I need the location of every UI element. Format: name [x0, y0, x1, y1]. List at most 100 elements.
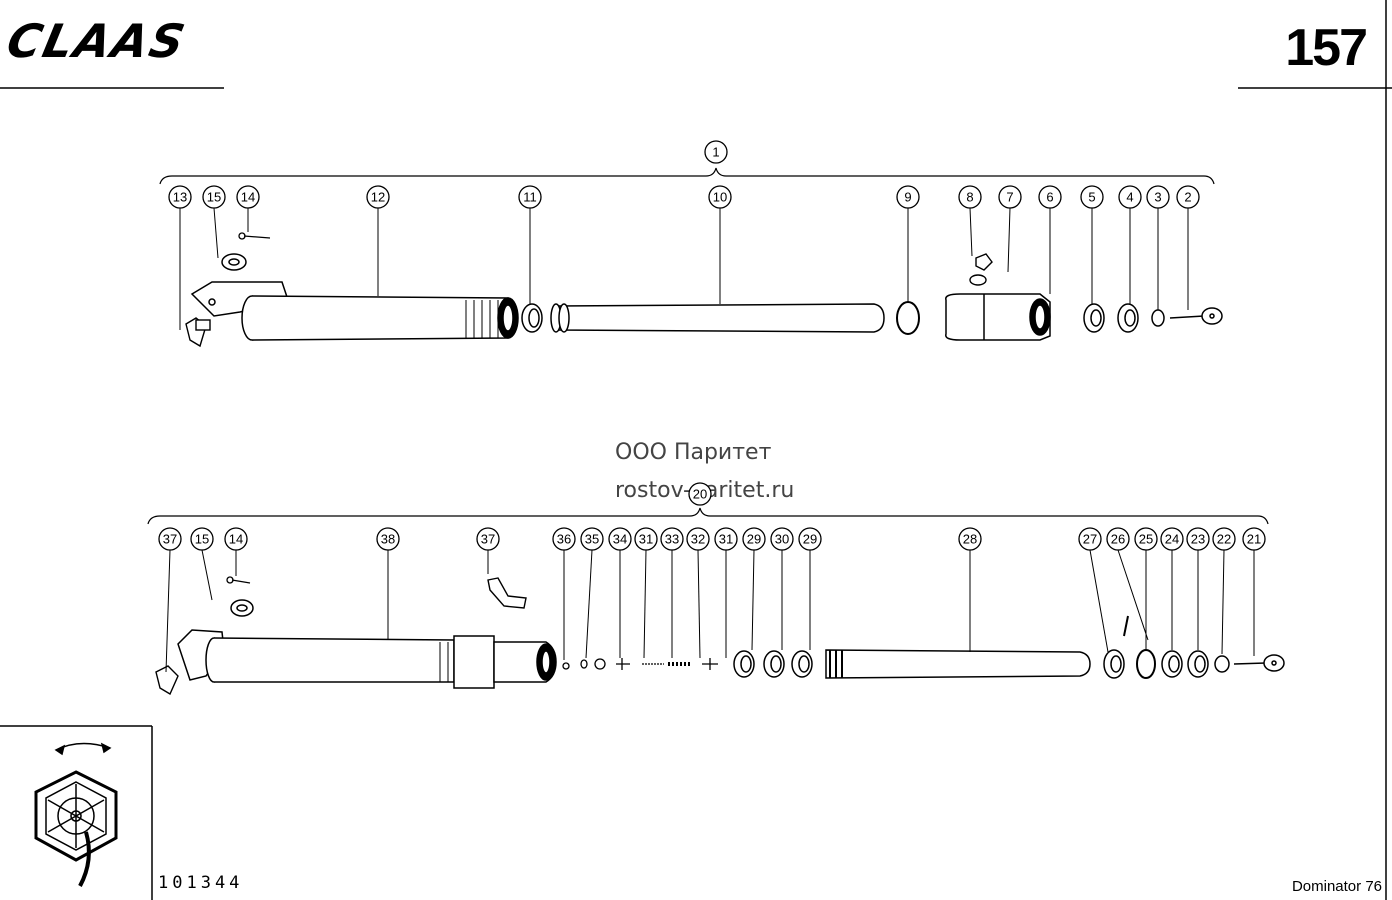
callout-32-label: 32 [691, 532, 705, 547]
callout-12-circle [366, 185, 390, 209]
callout-33-label: 33 [665, 532, 679, 547]
callout-37-circle [158, 527, 182, 551]
callout-24-label: 24 [1165, 532, 1179, 547]
callout-12-label: 12 [371, 190, 385, 205]
callout-33-circle [660, 527, 684, 551]
assembly-bracket-20 [147, 507, 1269, 525]
callout-29-label: 29 [747, 532, 761, 547]
callout-36-label: 36 [557, 532, 571, 547]
leader-line [213, 207, 219, 259]
callout-35-label: 35 [585, 532, 599, 547]
part-14-pin-b [226, 576, 251, 584]
part-14-pin [238, 232, 271, 240]
callout-27-label: 27 [1083, 532, 1097, 547]
callout-3-label: 3 [1154, 190, 1161, 205]
callout-10-label: 10 [713, 190, 727, 205]
callout-3-circle [1146, 185, 1170, 209]
callout-6-circle [1038, 185, 1062, 209]
part-28-piston-rod [825, 649, 1091, 679]
callout-22-circle [1212, 527, 1236, 551]
callout-15-label: 15 [195, 532, 209, 547]
assembly-bracket-1 [159, 167, 1215, 185]
callout-31-circle [634, 527, 658, 551]
assembly-20-label: 20 [693, 487, 707, 502]
callout-26-label: 26 [1111, 532, 1125, 547]
part-21-eye-bolt [1233, 654, 1285, 672]
callout-5-label: 5 [1088, 190, 1095, 205]
callout-21-circle [1242, 527, 1266, 551]
assembly-1-label: 1 [712, 145, 719, 160]
callout-25-label: 25 [1139, 532, 1153, 547]
callout-7-label: 7 [1006, 190, 1013, 205]
callout-37-label: 37 [163, 532, 177, 547]
callout-24-circle [1160, 527, 1184, 551]
assembly-labels: 1 20 [688, 140, 728, 506]
assembly-20-circle [688, 482, 712, 506]
callout-28-label: 28 [963, 532, 977, 547]
leader-line [643, 549, 647, 659]
part-13-grease-elbow [185, 317, 211, 348]
callout-21-label: 21 [1247, 532, 1261, 547]
callout-13-circle [168, 185, 192, 209]
part-38-bracket-tube [177, 629, 557, 689]
callout-11-circle [518, 185, 542, 209]
part-15-washer [221, 253, 247, 271]
rings-29-30-29 [733, 650, 813, 678]
leader-line [1117, 549, 1149, 641]
part-5-ring [1083, 303, 1105, 333]
part-9-oring [896, 301, 920, 335]
part-15-washer-b [230, 599, 254, 617]
leader-line [1089, 549, 1109, 653]
callout-29-label: 29 [803, 532, 817, 547]
callout-29-circle [742, 527, 766, 551]
callout-29-circle [798, 527, 822, 551]
callout-32-circle [686, 527, 710, 551]
model-name: Dominator 76 [1291, 878, 1382, 895]
callout-38-circle [376, 527, 400, 551]
part-8-nut [975, 253, 993, 271]
callout-34-circle [608, 527, 632, 551]
leader-line [697, 549, 701, 659]
callout-11-label: 11 [523, 190, 537, 205]
callout-5-circle [1080, 185, 1104, 209]
leader-line [969, 207, 973, 257]
part-2-eye-bolt [1169, 307, 1223, 325]
callout-26-circle [1106, 527, 1130, 551]
callout-14-label: 14 [241, 190, 255, 205]
callout-15-circle [190, 527, 214, 551]
callout-8-label: 8 [966, 190, 973, 205]
callout-38-label: 38 [381, 532, 395, 547]
watermark-company: ООО Паритет [615, 440, 772, 465]
callout-35-circle [580, 527, 604, 551]
leader-line [1007, 207, 1011, 273]
page-number: 157 [1285, 19, 1368, 77]
callout-27-circle [1078, 527, 1102, 551]
assembly-1-circle [704, 140, 728, 164]
callout-4-circle [1118, 185, 1142, 209]
leader-line [585, 549, 593, 659]
callout-25-circle [1134, 527, 1158, 551]
leader-line [751, 549, 755, 651]
leader-line [201, 549, 213, 601]
callout-36-circle [552, 527, 576, 551]
callout-6-label: 6 [1046, 190, 1053, 205]
part-11-seal [521, 303, 543, 333]
callout-13-label: 13 [173, 190, 187, 205]
callout-37-label: 37 [481, 532, 495, 547]
callout-22-label: 22 [1217, 532, 1231, 547]
callout-31-label: 31 [639, 532, 653, 547]
part-12-bracket-tube [190, 281, 519, 341]
callout-4-label: 4 [1126, 190, 1133, 205]
callout-23-circle [1186, 527, 1210, 551]
callout-7-circle [998, 185, 1022, 209]
part-10-rod [550, 303, 885, 333]
callout-9-circle [896, 185, 920, 209]
part-3-nut [1151, 309, 1165, 327]
callout-34-label: 34 [613, 532, 627, 547]
callout-28-circle [958, 527, 982, 551]
part-37-grease-elbow [155, 665, 179, 696]
drawing-number: 101344 [158, 873, 244, 893]
rings-27-to-22 [1103, 615, 1230, 679]
